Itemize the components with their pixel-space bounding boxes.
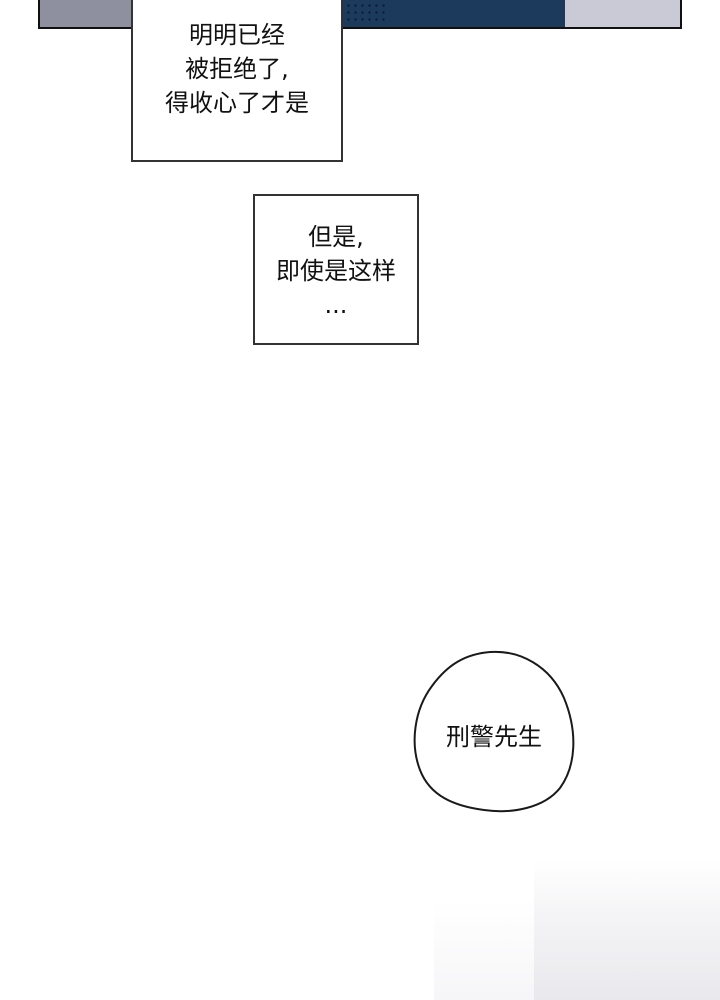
narration-line: 但是, xyxy=(308,223,364,251)
speech-bubble-outline xyxy=(413,650,575,813)
bottom-right-faint-area xyxy=(534,860,720,1000)
speech-bubble: 刑警先生 xyxy=(410,648,578,816)
panel-gray-area xyxy=(40,0,136,27)
speech-bubble-text: 刑警先生 xyxy=(446,723,542,751)
narration-line: ... xyxy=(324,291,348,319)
narration-line: 得收心了才是 xyxy=(165,89,309,117)
narration-line: 明明已经 xyxy=(189,21,285,49)
narration-line: 被拒绝了, xyxy=(185,55,289,83)
top-panel-strip xyxy=(38,0,682,29)
narration-box-1: 明明已经 被拒绝了, 得收心了才是 xyxy=(131,0,343,162)
panel-halftone-dots xyxy=(345,2,385,22)
narration-line: 即使是这样 xyxy=(276,257,396,285)
bottom-faint-area xyxy=(434,900,534,1000)
narration-box-2: 但是, 即使是这样 ... xyxy=(253,194,419,345)
panel-light-area xyxy=(565,0,680,27)
